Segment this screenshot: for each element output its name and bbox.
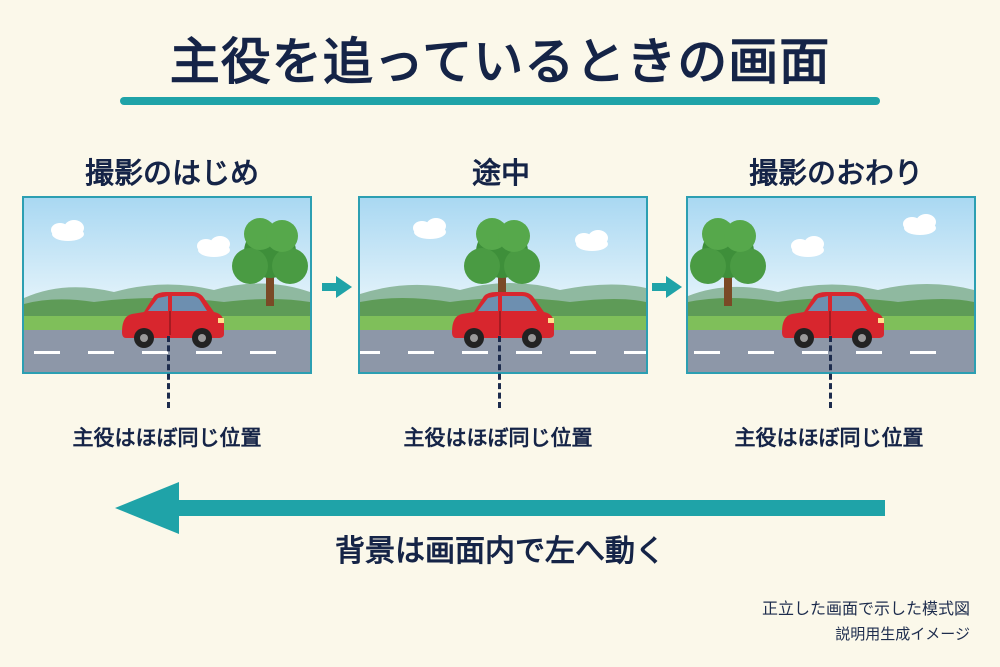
position-marker-start [167, 336, 170, 408]
position-marker-end [829, 336, 832, 408]
arrow-right-icon [322, 276, 352, 298]
panel-label-middle: 途中 [471, 156, 530, 190]
arrow-left-icon [115, 482, 885, 534]
caption-end: 主役はほぼ同じ位置 [734, 426, 924, 450]
note-generated-image: 説明用生成イメージ [835, 625, 970, 643]
title-underline [120, 97, 880, 105]
panel-label-end: 撮影のおわり [748, 156, 923, 190]
panel-label-start: 撮影のはじめ [84, 156, 259, 190]
scene-panel-middle [358, 196, 648, 374]
arrow-right-icon [652, 276, 682, 298]
caption-middle: 主役はほぼ同じ位置 [403, 426, 593, 450]
background-caption: 背景は画面内で左へ動く [335, 534, 665, 569]
page-title: 主役を追っているときの画面 [169, 33, 831, 91]
position-marker-middle [498, 336, 501, 408]
caption-start: 主役はほぼ同じ位置 [72, 426, 262, 450]
note-schematic: 正立した画面で示した模式図 [761, 599, 970, 618]
